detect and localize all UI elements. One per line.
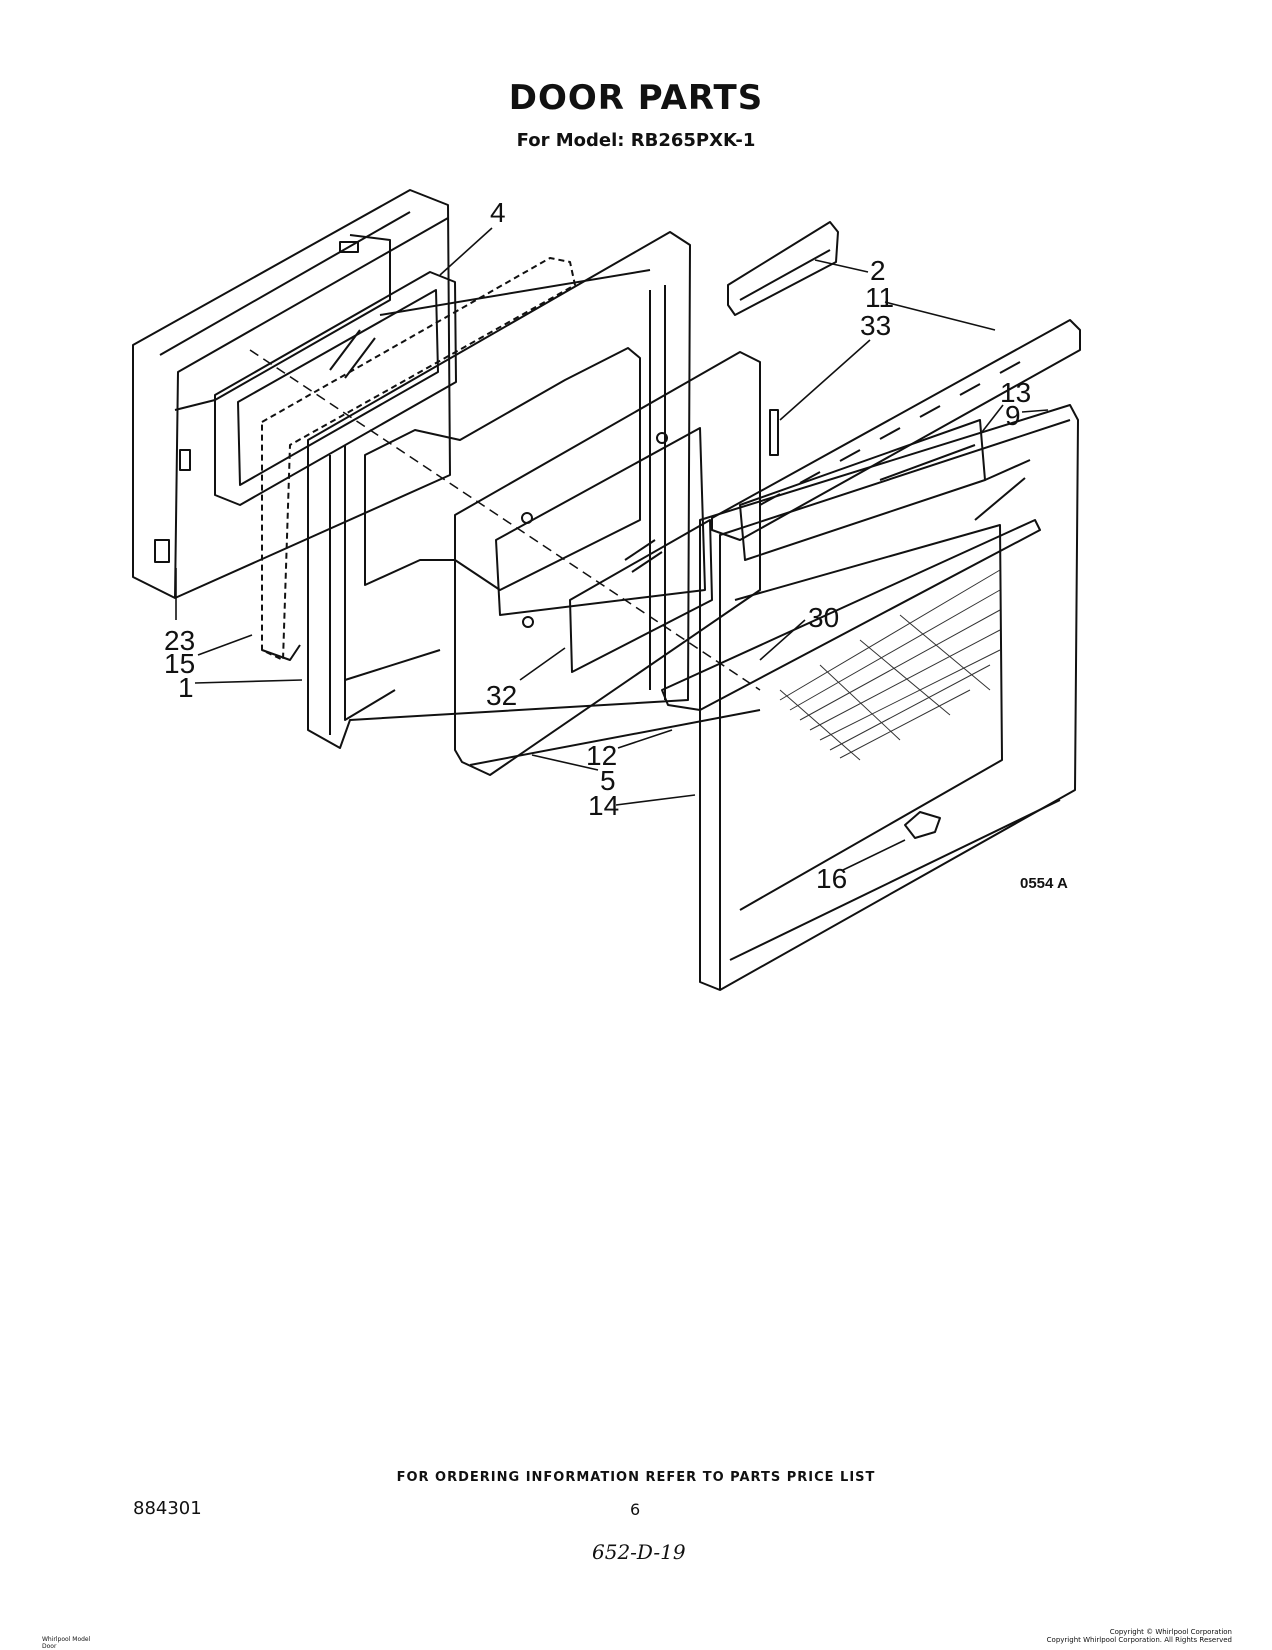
copyright-line-1: Copyright © Whirlpool Corporation bbox=[1109, 1628, 1232, 1636]
callout-23: 23 bbox=[164, 625, 195, 656]
callout-33: 33 bbox=[860, 310, 891, 341]
publication-number: 884301 bbox=[133, 1498, 202, 1519]
callout-9: 9 bbox=[1005, 400, 1021, 431]
page-title: DOOR PARTS bbox=[508, 78, 764, 118]
model-subtitle: For Model: RB265PXK-1 bbox=[516, 130, 756, 151]
leader-32 bbox=[519, 647, 566, 681]
callout-32: 32 bbox=[486, 680, 517, 711]
leader-13 bbox=[981, 404, 1004, 433]
leader-9 bbox=[1021, 409, 1049, 413]
hinge-bracket-part bbox=[727, 221, 839, 316]
leader-4 bbox=[439, 227, 493, 276]
callout-16: 16 bbox=[816, 863, 847, 894]
callout-1: 1 bbox=[178, 672, 194, 703]
leader-15 bbox=[197, 634, 253, 656]
window-panel-part bbox=[454, 351, 761, 776]
copyright-notice: Copyright © Whirlpool Corporation Copyri… bbox=[1012, 1628, 1232, 1644]
callout-4: 4 bbox=[490, 197, 506, 228]
outer-door-frame-part bbox=[699, 404, 1079, 991]
leader-16 bbox=[842, 839, 906, 871]
control-window-part bbox=[739, 419, 986, 561]
callout-11: 11 bbox=[865, 282, 894, 313]
left-footer-note: Whirlpool Model Door bbox=[42, 1636, 90, 1650]
door-knob-part bbox=[904, 811, 941, 839]
handwritten-note: 652-D-19 bbox=[592, 1540, 686, 1564]
left-note-line-1: Whirlpool Model bbox=[42, 1636, 91, 1643]
callout-30: 30 bbox=[808, 602, 839, 633]
callout-5: 5 bbox=[600, 765, 616, 796]
leader-1 bbox=[194, 679, 303, 684]
door-handle-part bbox=[661, 519, 1041, 711]
leader-12 bbox=[617, 729, 673, 749]
callout-12: 12 bbox=[586, 740, 617, 771]
callout-2: 2 bbox=[870, 255, 886, 286]
inner-glass-part bbox=[569, 519, 713, 673]
leader-11 bbox=[884, 301, 996, 331]
left-note-line-2: Door bbox=[42, 1643, 57, 1650]
alignment-line bbox=[249, 349, 761, 691]
window-mesh bbox=[779, 569, 1001, 761]
leader-5 bbox=[531, 754, 599, 771]
callout-15: 15 bbox=[164, 648, 195, 679]
callout-13: 13 bbox=[1000, 377, 1031, 408]
ordering-note: FOR ORDERING INFORMATION REFER TO PARTS … bbox=[396, 1470, 876, 1485]
page-number: 6 bbox=[630, 1500, 641, 1519]
leader-2 bbox=[814, 259, 869, 273]
top-trim-part bbox=[711, 319, 1081, 541]
leader-33 bbox=[779, 339, 871, 421]
copyright-line-2: Copyright Whirlpool Corporation. All Rig… bbox=[1046, 1636, 1232, 1644]
clip-part bbox=[769, 409, 779, 456]
leader-30 bbox=[759, 619, 806, 661]
callout-14: 14 bbox=[588, 790, 619, 821]
door-liner-part bbox=[307, 231, 691, 749]
inner-door-panel-part bbox=[132, 189, 451, 599]
leader-14 bbox=[615, 794, 696, 806]
gasket-part bbox=[261, 257, 576, 661]
figure-code: 0554 A bbox=[1020, 875, 1068, 892]
glass-pack-part bbox=[214, 271, 457, 506]
